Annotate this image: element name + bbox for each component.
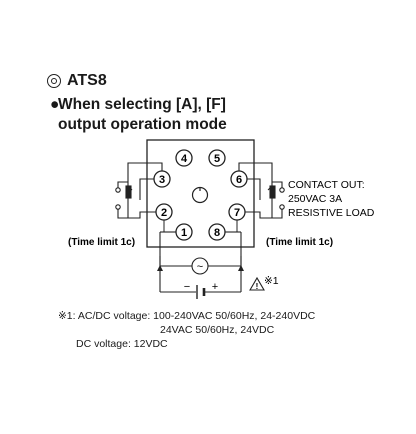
- terminal-8-label: 8: [214, 227, 220, 239]
- contact-out-line-1: CONTACT OUT:: [288, 179, 365, 191]
- terminal-5: 5: [208, 149, 226, 167]
- relay-body: [146, 139, 255, 248]
- heading-line-1: When selecting [A], [F]: [58, 96, 226, 113]
- terminal-3: 3: [153, 170, 171, 188]
- terminal-2: 2: [155, 203, 173, 221]
- model-title: ATS8: [67, 72, 107, 89]
- terminal-4: 4: [175, 149, 193, 167]
- left-load-circuit: [115, 162, 163, 219]
- terminal-1: 1: [175, 223, 193, 241]
- battery-minus: −: [184, 281, 190, 293]
- double-circle-icon: [47, 74, 61, 88]
- voltage-notes: ※1: AC/DC voltage: 100-240VAC 50/60Hz, 2…: [58, 309, 315, 351]
- warning-mark: !: [256, 282, 259, 291]
- terminal-8: 8: [208, 223, 226, 241]
- ac-source-icon: ~: [191, 257, 209, 275]
- dc-battery-icon: [196, 285, 206, 299]
- terminal-6-label: 6: [236, 174, 242, 186]
- right-load-circuit: [238, 162, 285, 219]
- terminal-5-label: 5: [214, 153, 220, 165]
- terminal-3-label: 3: [159, 174, 165, 186]
- note-ref: ※1: [264, 275, 279, 287]
- time-limit-left: (Time limit 1c): [68, 237, 135, 248]
- warning-triangle-icon: !: [249, 276, 265, 291]
- time-limit-right: (Time limit 1c): [266, 237, 333, 248]
- note-line-3: DC voltage: 12VDC: [76, 338, 168, 350]
- battery-plus: +: [212, 281, 218, 293]
- terminal-4-label: 4: [181, 153, 188, 165]
- arrow-up-icon: [238, 265, 244, 271]
- note-line-2: 24VAC 50/60Hz, 24VDC: [160, 324, 275, 336]
- terminal-6: 6: [230, 170, 248, 188]
- center-key-icon: [191, 186, 209, 204]
- bullet-icon: ●: [50, 96, 60, 113]
- title-row: ATS8: [47, 70, 107, 92]
- terminal-2-label: 2: [161, 207, 167, 219]
- mode-heading: ●When selecting [A], [F] output operatio…: [50, 95, 227, 135]
- terminal-1-label: 1: [181, 227, 187, 239]
- heading-line-2: output operation mode: [58, 116, 227, 133]
- terminal-7-label: 7: [234, 207, 240, 219]
- contact-out-line-2: 250VAC 3A: [288, 193, 342, 205]
- terminal-7: 7: [228, 203, 246, 221]
- note-line-1: ※1: AC/DC voltage: 100-240VAC 50/60Hz, 2…: [58, 310, 316, 322]
- arrow-up-icon: [157, 265, 163, 271]
- contact-out-line-3: RESISTIVE LOAD: [288, 207, 375, 219]
- ac-symbol: ~: [197, 261, 203, 273]
